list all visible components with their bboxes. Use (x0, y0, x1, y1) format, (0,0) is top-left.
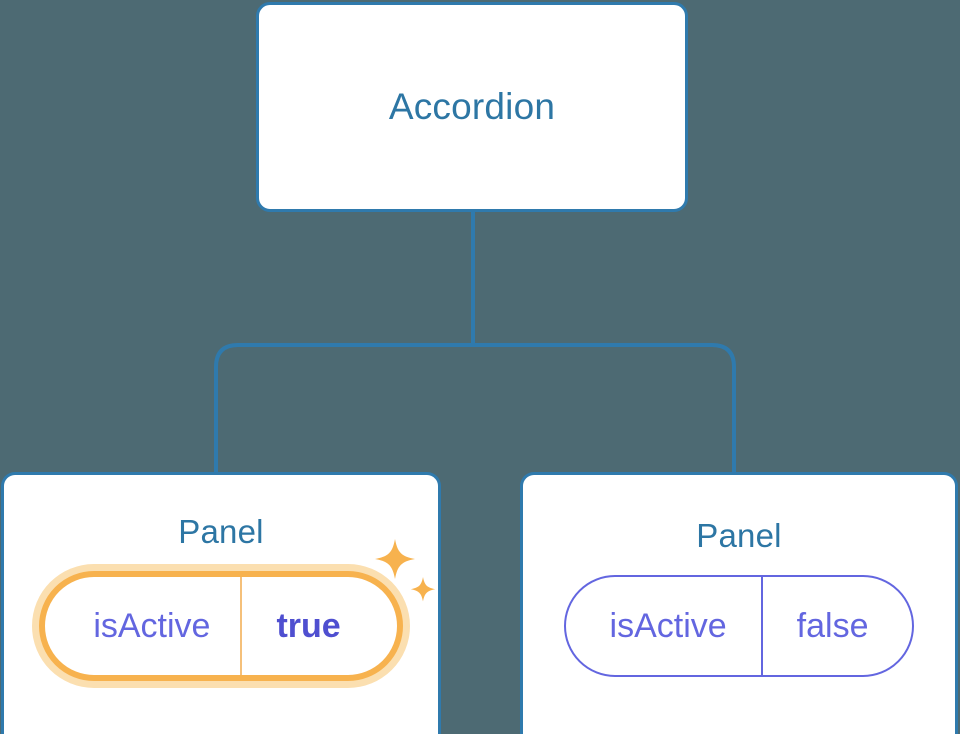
prop-pill-isactive-true[interactable]: isActive true (39, 571, 403, 681)
prop-key-label: isActive (93, 606, 211, 645)
node-panel-active[interactable]: Panel isActive true (1, 472, 441, 734)
prop-pill-isactive-false[interactable]: isActive false (563, 575, 915, 677)
connector-branch-left (214, 343, 473, 474)
prop-value-label: false (760, 577, 913, 675)
connector-branch-right (473, 343, 736, 474)
node-panel-inactive[interactable]: Panel isActive false (520, 472, 958, 734)
node-accordion[interactable]: Accordion (256, 2, 688, 212)
sparkle-large-icon (374, 539, 415, 579)
node-accordion-title: Accordion (388, 86, 556, 127)
prop-pill-isactive-true-wrapper: isActive true (39, 539, 435, 681)
prop-value-label: true (240, 577, 396, 675)
sparkle-small-icon (410, 577, 435, 602)
node-panel-inactive-title: Panel (696, 517, 782, 554)
node-panel-active-title: Panel (178, 513, 264, 550)
prop-key-label: isActive (609, 606, 727, 645)
prop-pill-isactive-false-wrapper: isActive false (563, 575, 915, 677)
